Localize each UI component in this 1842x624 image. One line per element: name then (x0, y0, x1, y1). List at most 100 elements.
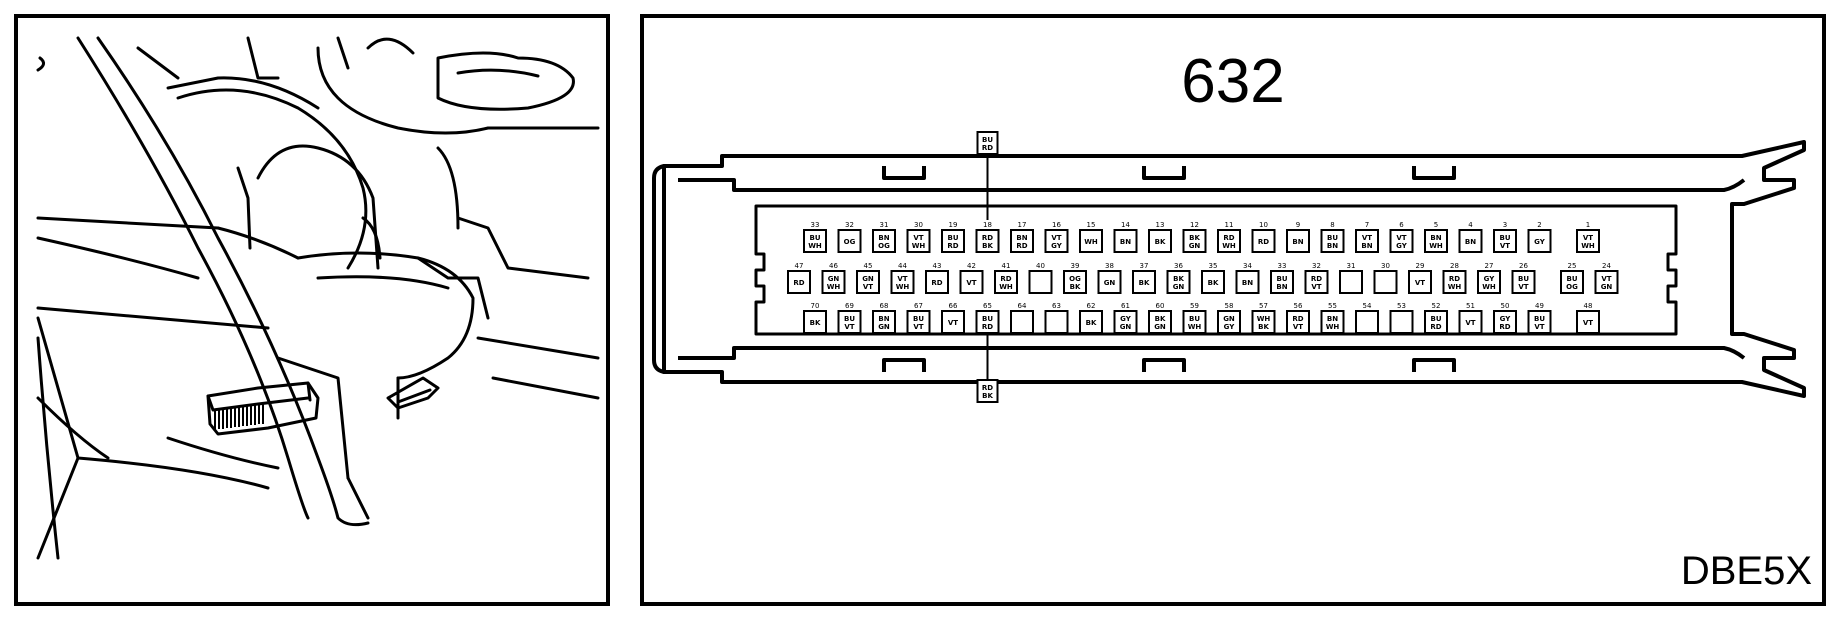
wire-color-label: VT (1362, 234, 1372, 242)
vehicle-interior-illustration (36, 36, 600, 560)
pin-bottom-54: 54 (1355, 302, 1379, 334)
wire-color-label: BK (1086, 319, 1097, 327)
pin-cavity (1576, 229, 1600, 253)
wire-color-label: VT (1583, 319, 1593, 327)
wire-color-label: BU (1499, 234, 1510, 242)
pin-number: 12 (1190, 221, 1199, 229)
wire-color-label: BU (1518, 275, 1529, 283)
pin-cavity (994, 270, 1018, 294)
wire-color-label: RD (1311, 275, 1322, 283)
pin-number: 66 (949, 302, 958, 310)
wire-color-label: VT (948, 319, 958, 327)
wire-color-label: VT (913, 323, 923, 331)
pin-number: 8 (1330, 221, 1334, 229)
wire-color-label: VT (1534, 323, 1544, 331)
wire-color-label: WH (999, 283, 1013, 291)
wire-color-label: GN (1601, 283, 1613, 291)
wire-color-label: BN (1465, 238, 1476, 246)
wire-color-label: BU (1534, 315, 1545, 323)
pin-number: 50 (1501, 302, 1510, 310)
wire-color-label: WH (1448, 283, 1462, 291)
pin-number: 67 (914, 302, 923, 310)
pin-cavity (872, 229, 896, 253)
wire-color-label: BU (982, 136, 993, 144)
pin-number: 31 (1347, 262, 1356, 270)
pin-number: 57 (1259, 302, 1268, 310)
pin-number: 32 (1312, 262, 1321, 270)
pin-cavity (872, 310, 896, 334)
pin-number: 58 (1225, 302, 1234, 310)
pin-top-2: 2GY (1527, 221, 1552, 253)
pin-number: 19 (949, 221, 958, 229)
wire-color-label: BK (1139, 279, 1150, 287)
wire-color-label: WH (1257, 315, 1271, 323)
pin-number: 55 (1328, 302, 1337, 310)
pin-number: 25 (1568, 262, 1577, 270)
pin-cavity (1389, 229, 1414, 253)
pin-cavity (1339, 270, 1363, 294)
pin-number: 70 (811, 302, 820, 310)
wire-color-label: VT (1518, 283, 1528, 291)
pin-cavity (1493, 229, 1517, 253)
pin-cavity (975, 229, 1000, 253)
wire-color-label: RD (982, 234, 993, 242)
wire-color-label: BU (1276, 275, 1287, 283)
pin-number: 17 (1018, 221, 1027, 229)
wire-color-label: BN (1292, 238, 1303, 246)
wire-color-label: BK (810, 319, 821, 327)
pin-number: 53 (1397, 302, 1406, 310)
wire-color-label: VT (897, 275, 907, 283)
wire-color-label: RD (982, 384, 993, 392)
pin-cavity (1201, 270, 1225, 294)
pin-cavity (1286, 229, 1310, 253)
wire-color-label: RD (1449, 275, 1460, 283)
pin-cavity (803, 310, 827, 334)
pin-number: 36 (1174, 262, 1183, 270)
wire-color-label: BU (1566, 275, 1577, 283)
wire-color-label: BN (1276, 283, 1287, 291)
connector-module-icon (214, 404, 264, 430)
wire-color-label: BN (1016, 234, 1027, 242)
pin-number: 3 (1503, 221, 1507, 229)
wire-color-label: BK (982, 242, 993, 250)
wire-color-label: VT (966, 279, 976, 287)
pin-cavity (959, 270, 984, 294)
pin-top-4: 4BN (1458, 221, 1483, 253)
pin-number: 40 (1036, 262, 1045, 270)
wire-color-label: BU (913, 315, 924, 323)
wire-color-label: RD (1223, 234, 1234, 242)
pin-top-9: 9BN (1286, 221, 1310, 253)
wire-color-label: GY (1534, 238, 1546, 246)
wire-color-label: VT (1583, 234, 1593, 242)
pin-number: 59 (1190, 302, 1199, 310)
wire-color-label: OG (844, 238, 856, 246)
wire-color-label: BK (1070, 283, 1081, 291)
pin-cavity (1373, 270, 1398, 294)
pin-cavity (1182, 310, 1207, 334)
pin-cavity (1251, 229, 1276, 253)
wire-color-label: GN (1104, 279, 1116, 287)
wire-color-label: RD (931, 279, 942, 287)
pin-number: 33 (811, 221, 820, 229)
pin-cavity (1113, 229, 1138, 253)
wire-color-label: BK (1208, 279, 1219, 287)
wire-color-label: WH (1581, 242, 1595, 250)
